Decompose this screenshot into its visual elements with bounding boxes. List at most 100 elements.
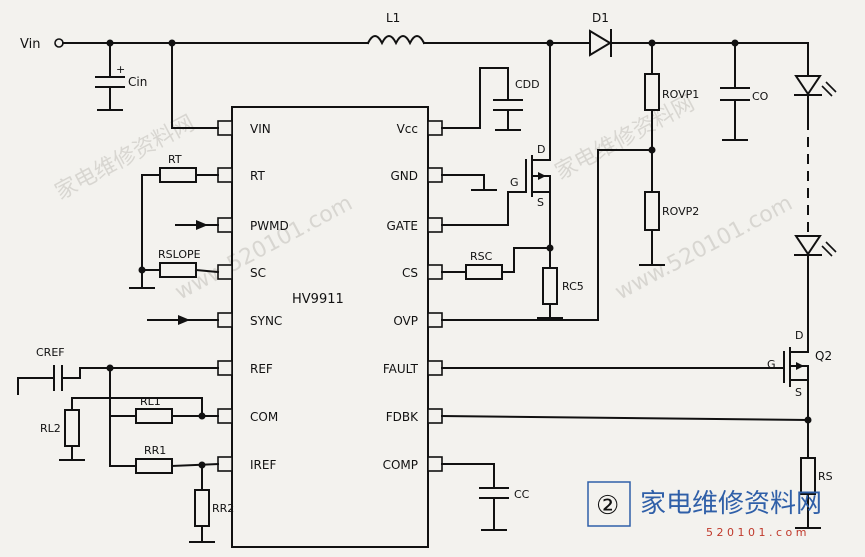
rt-body: [159, 167, 197, 183]
diode-d1: D1: [589, 11, 809, 57]
brand-watermark: ② 家电维修资料网 5 2 0 1 0 1 . c o m: [587, 481, 822, 539]
rovp1-body: [644, 73, 660, 111]
circle-number: ②: [596, 491, 619, 521]
pin-label-sync: SYNC: [250, 314, 282, 328]
rl1-label: RL1: [140, 395, 161, 408]
brand-name: 家电维修资料网: [640, 489, 822, 519]
rcs-label: RC5: [562, 280, 584, 293]
com-network: RL2 RL1: [40, 367, 219, 467]
pin-box-vcc: [427, 120, 443, 136]
co-label: CO: [752, 90, 769, 103]
pin-label-fdbk: FDBK: [386, 410, 419, 424]
pin-label-ovp: OVP: [393, 314, 418, 328]
wire-rr1-iref: [170, 462, 220, 468]
brand-site: 5 2 0 1 0 1 . c o m: [706, 526, 806, 539]
resistor-rslope: RSLOPE: [129, 248, 220, 289]
pin-label-fault: FAULT: [383, 362, 419, 376]
pin-box-rt: [217, 167, 233, 183]
q2-s-label: S: [795, 386, 802, 399]
resistor-rs: RS: [795, 457, 833, 529]
capacitor-cref: CREF: [17, 346, 219, 395]
pin-label-gate: GATE: [387, 219, 419, 233]
vin-label: Vin: [20, 37, 40, 52]
pwmd-arrow-icon: [196, 220, 208, 230]
pwmd-input: [175, 220, 219, 230]
rr2-label: RR2: [212, 502, 234, 515]
ic-right-pins: [427, 120, 443, 472]
watermark-diag-4: www.520101.com: [611, 191, 797, 306]
cref-label: CREF: [36, 346, 65, 359]
cin-plus: +: [116, 63, 125, 76]
rr1-label: RR1: [144, 444, 166, 457]
rovp1-label: ROVP1: [662, 88, 699, 101]
cin-label: Cin: [128, 75, 147, 89]
q2-g-label: G: [767, 358, 776, 371]
sync-input: [147, 315, 219, 325]
ic-left-pins: [217, 120, 233, 472]
rl2-label: RL2: [40, 422, 61, 435]
pin-label-cs: CS: [402, 266, 418, 280]
ovp-divider: ROVP1 ROVP2: [441, 42, 699, 321]
mosfet-q2: D G S Q2: [440, 329, 832, 459]
d1-label: D1: [592, 11, 609, 25]
pin-box-gnd: [427, 167, 443, 183]
sync-arrow-icon: [178, 315, 190, 325]
pin-label-gnd: GND: [390, 169, 418, 183]
pin-box-iref: [217, 456, 233, 472]
resistor-rt: RT: [138, 153, 219, 289]
pin-label-pwmd: PWMD: [250, 219, 289, 233]
pin-box-fault: [427, 360, 443, 376]
rr1-body: [135, 458, 173, 474]
led2-ray-2: [825, 241, 837, 253]
q2-label: Q2: [815, 349, 832, 363]
q2-d-label: D: [795, 329, 803, 342]
wire-ovp-feedback: [441, 149, 653, 321]
wire-gate: [441, 191, 527, 226]
wire-vin-pin: [171, 42, 219, 129]
pin-box-pwmd: [217, 217, 233, 233]
wire-rt-ground: [141, 174, 161, 289]
wire-gnd-pin: [441, 174, 485, 191]
pin-box-vin: [217, 120, 233, 136]
pin-box-com: [217, 408, 233, 424]
rl2-body: [64, 409, 80, 447]
pin-box-fdbk: [427, 408, 443, 424]
rovp2-label: ROVP2: [662, 205, 699, 218]
capacitor-cdd: CDD: [441, 67, 540, 131]
rsc-body: [465, 264, 503, 280]
pin-label-vcc: Vcc: [397, 122, 418, 136]
rslope-label: RSLOPE: [158, 248, 201, 261]
pin-label-sc: SC: [250, 266, 266, 280]
mos-s-label: S: [537, 196, 544, 209]
pin-label-com: COM: [250, 410, 278, 424]
wire-comp: [441, 463, 495, 489]
rovp2-body: [644, 191, 660, 231]
led2-triangle: [794, 235, 822, 256]
rl1-body: [135, 408, 173, 424]
pin-box-cs: [427, 264, 443, 280]
cc-label: CC: [514, 488, 530, 501]
pin-label-iref: IREF: [250, 458, 276, 472]
pin-label-ref: REF: [250, 362, 273, 376]
pin-box-ovp: [427, 312, 443, 328]
brand-circle-frame: [587, 481, 631, 527]
wire-fdbk: [440, 414, 810, 422]
ic-name: HV9911: [292, 292, 344, 307]
l1-label: L1: [386, 11, 400, 25]
rt-label: RT: [168, 153, 182, 166]
rr2-body: [194, 489, 210, 527]
wire-cref-ref: [61, 367, 219, 379]
vin-terminal: [54, 38, 64, 48]
mos-arrow: [538, 172, 546, 180]
led1-ray-2: [825, 81, 837, 93]
wire-rsc-to-source: [501, 247, 551, 273]
pin-label-comp: COMP: [383, 458, 418, 472]
l1-coil: [366, 35, 426, 46]
pin-box-ref: [217, 360, 233, 376]
led1-triangle: [794, 75, 822, 96]
pin-box-gate: [427, 217, 443, 233]
wire-rslope-pin: [194, 268, 220, 274]
wire-rl2-top: [71, 397, 203, 417]
input-section: Vin + Cin: [20, 37, 369, 129]
watermark-diagonal: 家电维修资料网 www.520101.com 家电维修资料网 www.52010…: [51, 91, 797, 305]
